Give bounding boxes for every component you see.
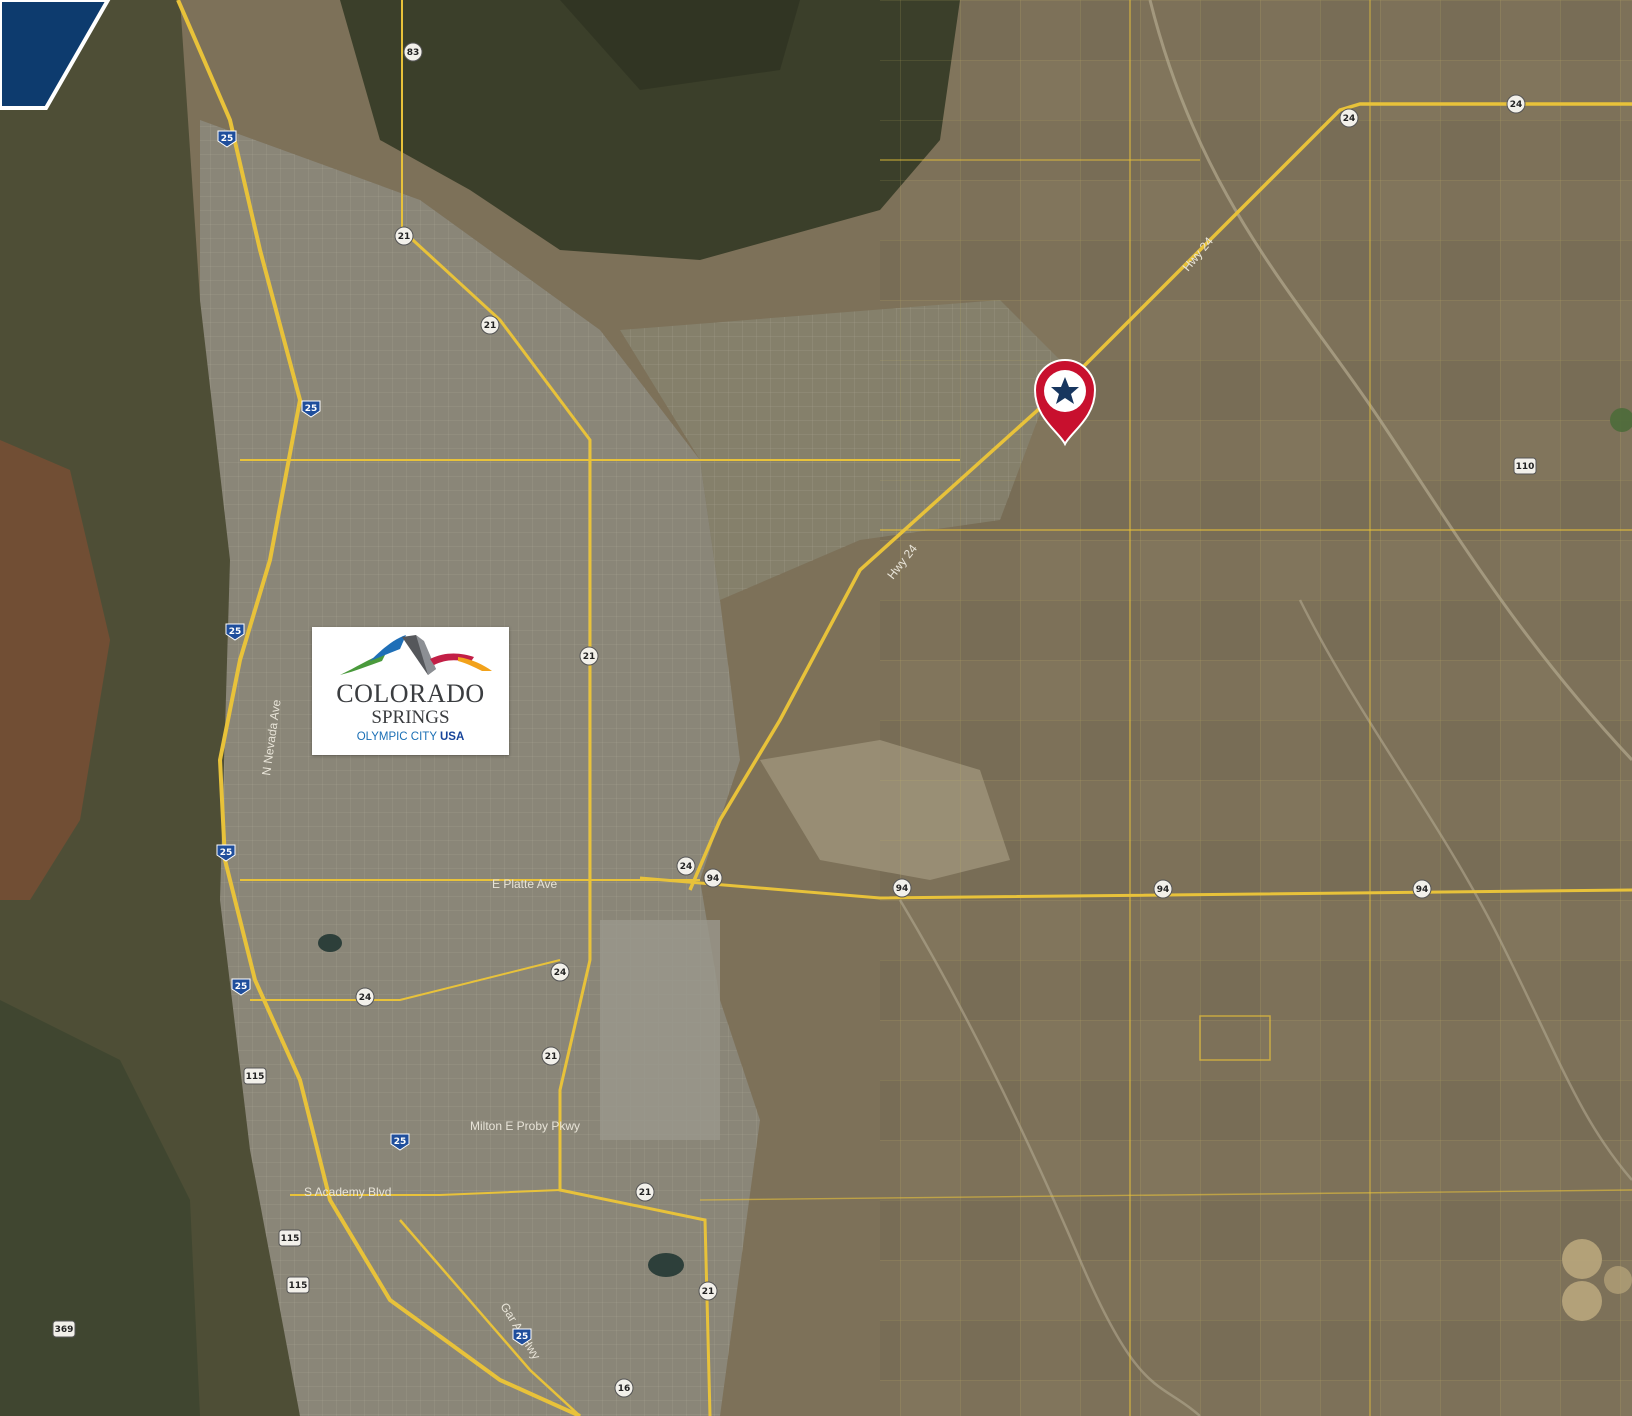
road-label-milton-proby: Milton E Proby Pkwy [470, 1119, 580, 1133]
route-shield-25: 25 [216, 844, 236, 862]
corner-banner [0, 0, 111, 110]
svg-text:115: 115 [281, 1234, 300, 1244]
route-shield-21: 21 [541, 1046, 561, 1066]
route-shield-25: 25 [301, 400, 321, 418]
route-shields: 83 25 21 21 25 25 21 25 24 94 94 94 94 2… [52, 42, 1537, 1398]
star-icon [1051, 377, 1079, 404]
route-shield-94: 94 [1153, 879, 1173, 899]
svg-text:94: 94 [896, 884, 909, 894]
svg-text:94: 94 [1157, 885, 1170, 895]
svg-text:110: 110 [1516, 462, 1535, 472]
route-shield-24: 24 [355, 987, 375, 1007]
route-shield-115: 115 [243, 1067, 267, 1085]
svg-text:94: 94 [707, 874, 720, 884]
route-shield-21: 21 [579, 646, 599, 666]
svg-text:21: 21 [702, 1287, 715, 1297]
svg-text:24: 24 [1510, 100, 1523, 110]
logo-line-olympic-city: OLYMPIC CITY USA [312, 731, 509, 743]
logo-line-springs: SPRINGS [371, 707, 450, 728]
svg-text:21: 21 [545, 1052, 558, 1062]
svg-text:115: 115 [289, 1281, 308, 1291]
svg-text:21: 21 [639, 1188, 652, 1198]
svg-text:115: 115 [246, 1072, 265, 1082]
route-shield-369: 369 [52, 1320, 76, 1338]
route-shield-94: 94 [703, 868, 723, 888]
logo-usa-text: USA [440, 731, 465, 743]
route-shield-25: 25 [390, 1133, 410, 1151]
road-label-s-academy: S Academy Blvd [304, 1185, 391, 1199]
logo-line-colorado: COLORADO [336, 679, 485, 708]
svg-text:21: 21 [484, 321, 497, 331]
colorado-springs-logo: COLORADO SPRINGS OLYMPIC CITY USA [312, 627, 509, 755]
svg-text:25: 25 [229, 627, 242, 637]
roads-layer [176, 0, 1632, 1416]
route-shield-21: 21 [394, 226, 414, 246]
route-shield-115: 115 [286, 1276, 310, 1294]
route-shield-94: 94 [892, 878, 912, 898]
svg-text:25: 25 [221, 134, 234, 144]
svg-text:83: 83 [407, 48, 420, 58]
logo-olympic-city-text: OLYMPIC CITY [356, 731, 440, 743]
route-shield-83: 83 [403, 42, 423, 62]
svg-text:24: 24 [1343, 114, 1356, 124]
road-label-e-platte: E Platte Ave [492, 877, 557, 891]
mountain-logo-icon [340, 635, 492, 675]
svg-text:21: 21 [583, 652, 596, 662]
svg-text:24: 24 [359, 993, 372, 1003]
svg-text:16: 16 [618, 1384, 631, 1394]
svg-text:24: 24 [680, 862, 693, 872]
route-shield-16: 16 [614, 1378, 634, 1398]
route-shield-25: 25 [217, 130, 237, 148]
svg-text:25: 25 [516, 1332, 529, 1342]
route-shield-21: 21 [635, 1182, 655, 1202]
route-shield-24: 24 [550, 962, 570, 982]
route-shield-21: 21 [480, 315, 500, 335]
route-shield-115: 115 [278, 1229, 302, 1247]
route-shield-21: 21 [698, 1281, 718, 1301]
svg-text:25: 25 [394, 1137, 407, 1147]
route-shield-24: 24 [1339, 108, 1359, 128]
route-shield-24: 24 [676, 856, 696, 876]
route-shield-94: 94 [1412, 879, 1432, 899]
route-shield-24: 24 [1506, 94, 1526, 114]
svg-text:24: 24 [554, 968, 567, 978]
svg-text:25: 25 [305, 404, 318, 414]
svg-text:21: 21 [398, 232, 411, 242]
svg-text:25: 25 [220, 848, 233, 858]
route-shield-25: 25 [225, 623, 245, 641]
svg-text:94: 94 [1416, 885, 1429, 895]
route-shield-110: 110 [1513, 457, 1537, 475]
svg-text:25: 25 [235, 982, 248, 992]
svg-text:369: 369 [55, 1325, 74, 1335]
location-marker[interactable] [1033, 358, 1097, 447]
route-shield-25: 25 [512, 1328, 532, 1346]
route-shield-25: 25 [231, 978, 251, 996]
